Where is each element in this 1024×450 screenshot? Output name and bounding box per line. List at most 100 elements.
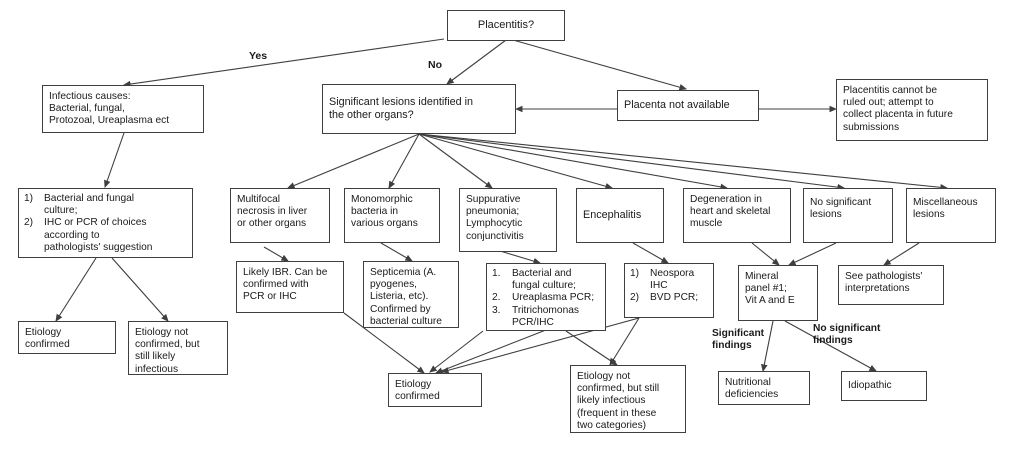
edge-suppurative-bact123 [499, 250, 542, 265]
node-etiology-not-confirmed-left[interactable]: Etiology not confirmed, but still likely… [128, 321, 228, 375]
node-monomorphic-bacteria[interactable]: Monomorphic bacteria in various organs [344, 188, 440, 243]
list-item-number: 2. [492, 292, 501, 304]
node-cannot-rule-out[interactable]: Placentitis cannot be ruled out; attempt… [836, 79, 988, 141]
node-idiopathic[interactable]: Idiopathic [841, 371, 927, 401]
node-likely-ibr[interactable]: Likely IBR. Can be confirmed with PCR or… [236, 261, 344, 313]
edge-placentitis-significant [446, 39, 507, 85]
neospora-plan-list: 1) Neospora IHC 2) BVD PCR; [625, 264, 703, 309]
edge-label-no-significant-findings: No significant findings [813, 323, 881, 347]
node-see-pathologists[interactable]: See pathologists' interpretations [838, 265, 944, 305]
list-item-number: 1) [24, 193, 34, 204]
edge-encephalitis-neospora [632, 242, 669, 264]
node-mineral-panel-label: Mineral panel #1; Vit A and E [745, 271, 795, 307]
edge-ibr-etiolconfmid [343, 312, 425, 374]
list-item-text: Bacterial and fungal culture; [512, 268, 576, 292]
list-item-text: BVD PCR; [650, 292, 699, 304]
node-etiology-not-confirmed-mid-label: Etiology not confirmed, but still likely… [577, 371, 660, 431]
list-item: 2. Ureaplasma PCR; [492, 292, 594, 304]
node-no-significant-lesions[interactable]: No significant lesions [803, 188, 893, 243]
edge-significant-suppurative [418, 133, 493, 189]
culture-plan-list: 1) Bacterial and fungal culture; 2) IHC … [19, 189, 157, 258]
list-item-text: IHC or PCR of choices according to patho… [44, 217, 153, 253]
edge-bact123-etiolconfmid [429, 330, 484, 373]
node-neospora-plan[interactable]: 1) Neospora IHC 2) BVD PCR; [624, 263, 714, 318]
list-item-number: 1. [492, 268, 501, 279]
node-encephalitis[interactable]: Encephalitis [576, 188, 664, 243]
node-etiology-confirmed-mid-label: Etiology confirmed [395, 379, 440, 403]
node-nutritional-deficiencies-label: Nutritional deficiencies [725, 377, 779, 401]
list-item-text: Tritrichomonas PCR/IHC [512, 304, 579, 328]
list-item-number: 3. [492, 304, 501, 316]
node-etiology-not-confirmed-mid[interactable]: Etiology not confirmed, but still likely… [570, 365, 686, 433]
list-item: 1) Bacterial and fungal culture; [24, 193, 152, 217]
node-septicemia-label: Septicemia (A. pyogenes, Listeria, etc).… [370, 267, 442, 327]
node-etiology-confirmed-left-label: Etiology confirmed [25, 327, 70, 351]
node-infectious-causes-label: Infectious causes: Bacterial, fungal, Pr… [49, 91, 170, 127]
node-degeneration-muscle-label: Degeneration in heart and skeletal muscl… [690, 194, 771, 230]
node-septicemia[interactable]: Septicemia (A. pyogenes, Listeria, etc).… [363, 261, 459, 328]
list-item-text: Ureaplasma PCR; [512, 292, 595, 304]
list-item-number: 2) [630, 292, 640, 304]
edge-degeneration-mineral [751, 242, 780, 266]
list-item-text: Bacterial and fungal culture; [44, 193, 135, 217]
node-suppurative-pneumonia-label: Suppurative pneumonia; Lymphocytic conju… [466, 194, 524, 242]
edge-mineral-nutritional [761, 320, 774, 373]
bacterial-plan-list: 1. Bacterial and fungal culture; 2. Urea… [487, 264, 599, 333]
edge-culture-etiolnotconf [111, 257, 169, 322]
node-bacterial-plan[interactable]: 1. Bacterial and fungal culture; 2. Urea… [486, 263, 606, 331]
node-multifocal-necrosis[interactable]: Multifocal necrosis in liver or other or… [230, 188, 330, 243]
edge-neospora-etiolnotconfmid [609, 317, 640, 366]
node-etiology-confirmed-mid[interactable]: Etiology confirmed [388, 373, 482, 407]
node-placentitis[interactable]: Placentitis? [447, 10, 565, 41]
edge-significant-miscellaneous [418, 133, 949, 191]
list-item-number: 2) [24, 217, 34, 229]
list-item-number: 1) [630, 268, 640, 279]
node-likely-ibr-label: Likely IBR. Can be confirmed with PCR or… [243, 267, 328, 303]
node-mineral-panel[interactable]: Mineral panel #1; Vit A and E [738, 265, 818, 321]
node-suppurative-pneumonia[interactable]: Suppurative pneumonia; Lymphocytic conju… [459, 188, 557, 252]
node-no-significant-lesions-label: No significant lesions [810, 197, 872, 221]
node-placenta-not-available-label: Placenta not available [624, 99, 730, 112]
edge-significant-monomorphic [388, 133, 420, 189]
edge-monomorphic-septicemia [380, 242, 413, 262]
edge-placentitis-notavailable [512, 39, 688, 91]
list-item: 2) BVD PCR; [630, 292, 698, 304]
list-item: 2) IHC or PCR of choices according to pa… [24, 217, 152, 254]
node-encephalitis-label: Encephalitis [583, 209, 642, 222]
list-item: 1) Neospora IHC [630, 268, 698, 292]
node-placenta-not-available[interactable]: Placenta not available [617, 90, 759, 121]
node-culture-plan[interactable]: 1) Bacterial and fungal culture; 2) IHC … [18, 188, 193, 258]
edge-multifocal-ibr [263, 246, 289, 262]
node-degeneration-muscle[interactable]: Degeneration in heart and skeletal muscl… [683, 188, 791, 243]
node-etiology-confirmed-left[interactable]: Etiology confirmed [18, 321, 116, 354]
edge-culture-etiolconf [55, 257, 97, 322]
node-cannot-rule-out-label: Placentitis cannot be ruled out; attempt… [843, 85, 953, 133]
edge-label-no: No [428, 59, 442, 71]
node-monomorphic-bacteria-label: Monomorphic bacteria in various organs [351, 194, 418, 230]
edge-mineral-idiopathic [784, 320, 877, 372]
node-significant-lesions-label: Significant lesions identified in the ot… [329, 96, 474, 121]
node-etiology-not-confirmed-left-label: Etiology not confirmed, but still likely… [135, 327, 200, 375]
list-item-text: Neospora IHC [650, 268, 695, 292]
node-infectious-causes[interactable]: Infectious causes: Bacterial, fungal, Pr… [42, 85, 204, 133]
edge-miscellaneous-seepath [883, 242, 920, 266]
node-significant-lesions[interactable]: Significant lesions identified in the ot… [322, 84, 516, 134]
edge-septicemia-etiolconfmid [434, 327, 552, 374]
edge-significant-nosignificant [418, 133, 846, 191]
edge-infectious-culture [104, 132, 125, 189]
node-multifocal-necrosis-label: Multifocal necrosis in liver or other or… [237, 194, 308, 230]
edge-significant-degeneration [418, 133, 729, 191]
edge-nosignificant-mineral [788, 242, 837, 266]
node-miscellaneous-lesions[interactable]: Miscellaneous lesions [906, 188, 996, 243]
edge-label-yes: Yes [249, 50, 268, 62]
edge-placentitis-infectious [122, 38, 445, 88]
node-placentitis-label: Placentitis? [477, 18, 535, 31]
node-see-pathologists-label: See pathologists' interpretations [845, 271, 923, 295]
list-item: 1. Bacterial and fungal culture; [492, 268, 594, 292]
edge-significant-multifocal [286, 133, 420, 189]
node-nutritional-deficiencies[interactable]: Nutritional deficiencies [718, 371, 810, 405]
edge-neospora-etiolconfmid [440, 317, 640, 374]
edge-label-significant-findings: Significant findings [712, 328, 765, 352]
